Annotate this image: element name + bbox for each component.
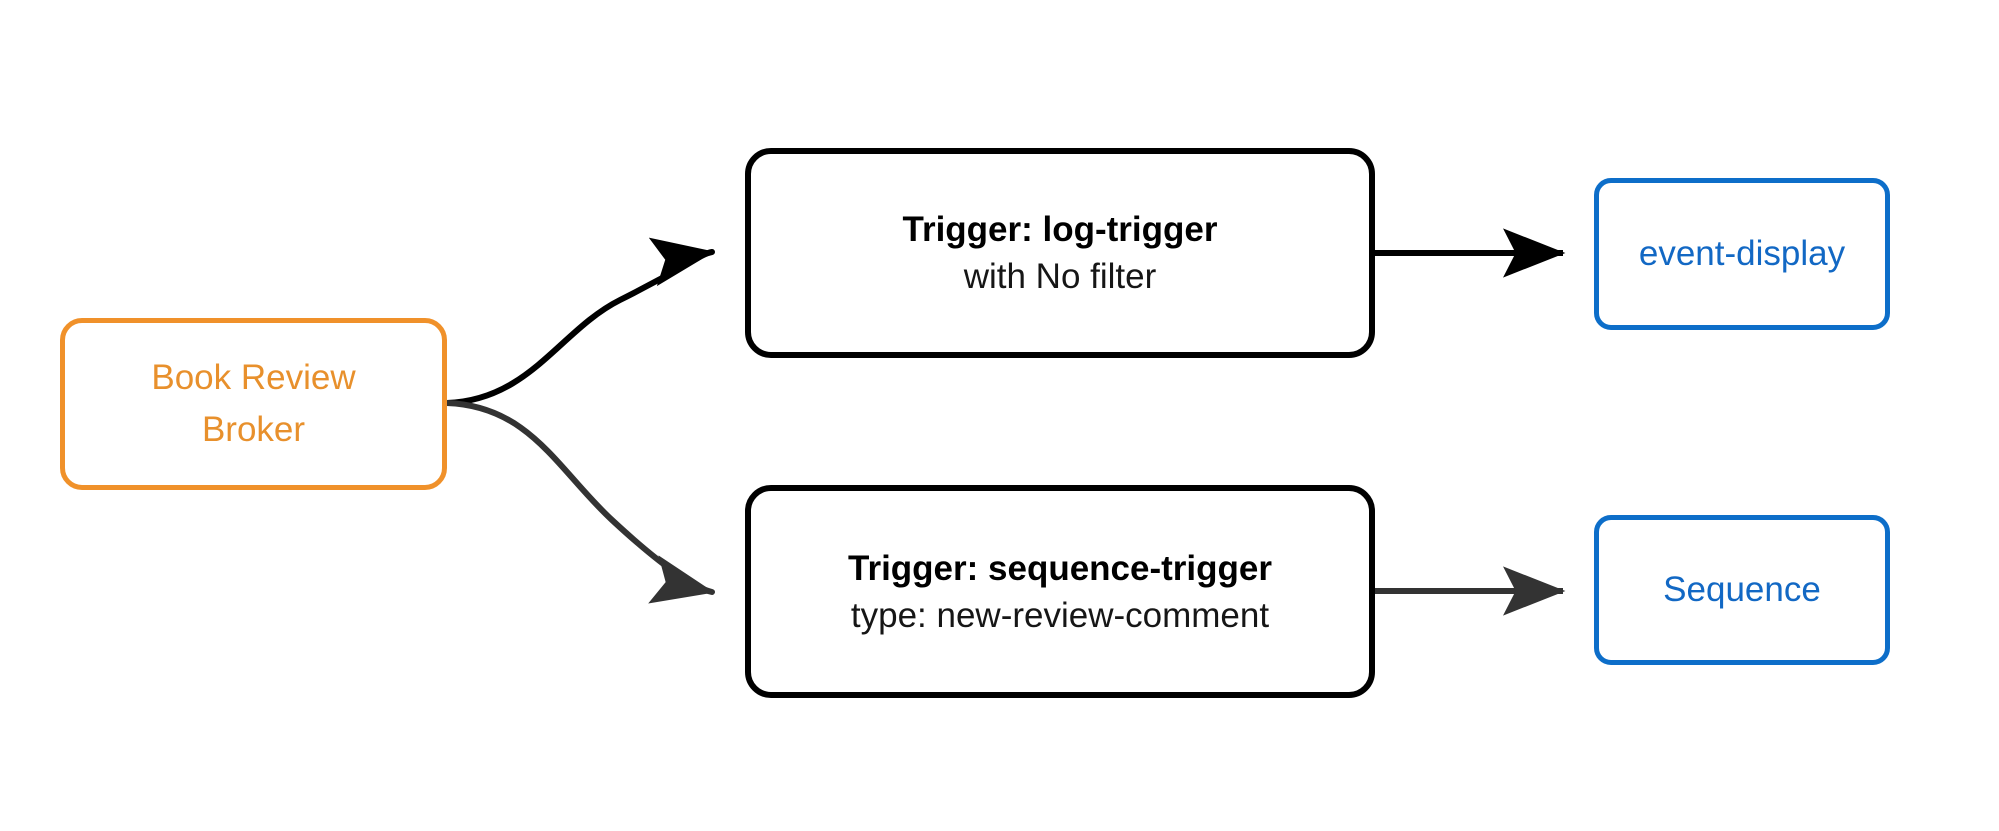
node-sequence[interactable]: Sequence xyxy=(1594,515,1890,665)
sequence-label: Sequence xyxy=(1663,570,1821,609)
edge-broker-to-sequence-trigger xyxy=(444,400,715,604)
edge-broker-to-log-trigger xyxy=(444,237,715,406)
event-display-label: event-display xyxy=(1638,234,1846,273)
node-trigger-sequence-trigger[interactable]: Trigger: sequence-trigger type: new-revi… xyxy=(745,485,1375,698)
trigger-sequence-title: Trigger: sequence-trigger xyxy=(848,548,1272,588)
trigger-sequence-detail: type: new-review-comment xyxy=(850,595,1270,635)
trigger-log-detail: with No filter xyxy=(963,257,1157,296)
trigger-log-title: Trigger: log-trigger xyxy=(902,210,1218,249)
broker-label-line-2: Broker xyxy=(201,410,306,449)
node-trigger-log-trigger[interactable]: Trigger: log-trigger with No filter xyxy=(745,148,1375,358)
node-event-display[interactable]: event-display xyxy=(1594,178,1890,330)
node-book-review-broker[interactable]: Book Review Broker xyxy=(60,318,447,490)
broker-label-line-1: Book Review xyxy=(151,358,356,397)
